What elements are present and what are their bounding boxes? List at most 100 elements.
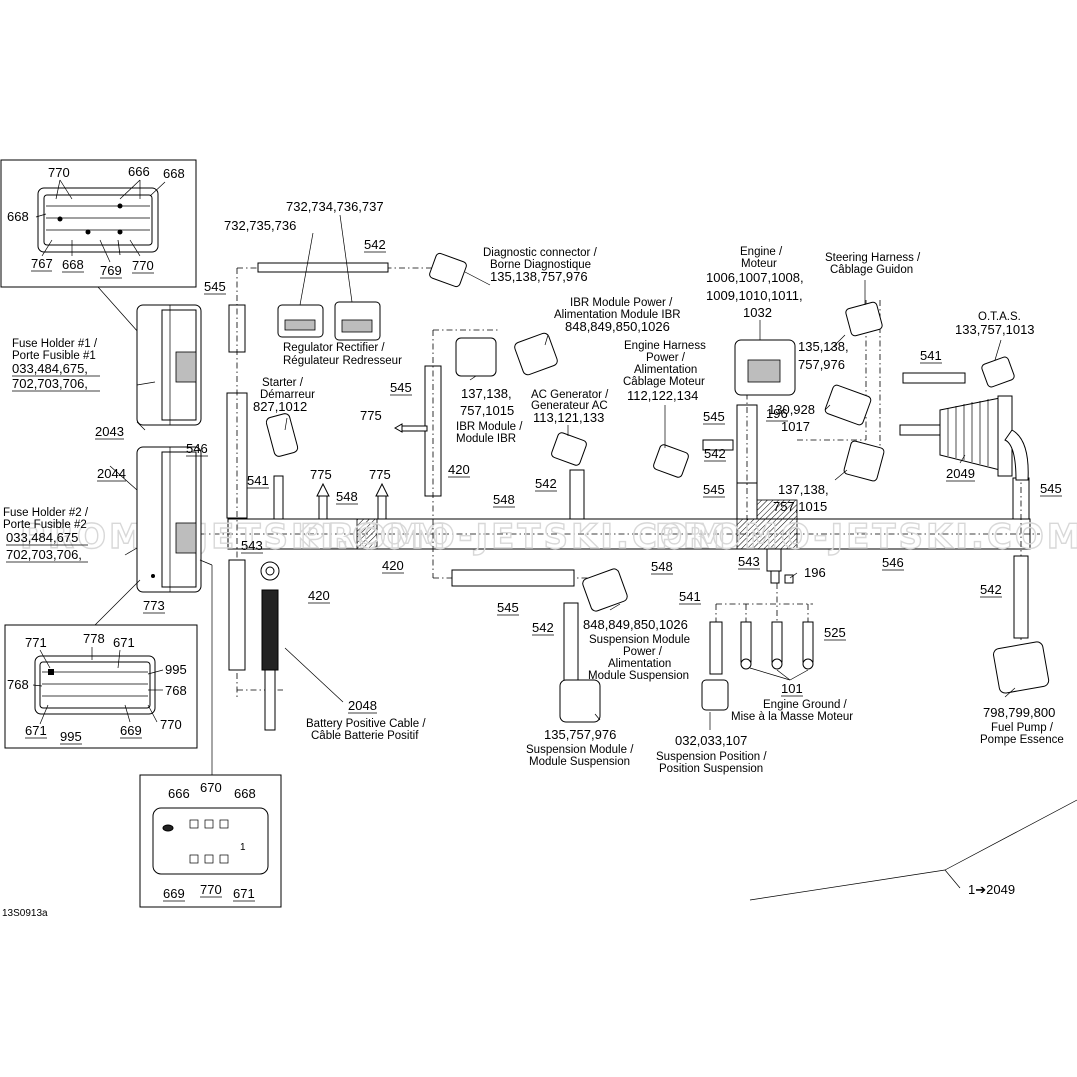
regulator-ref-left: 732,735,736 <box>224 218 296 233</box>
fuse1-callout-668-bottom: 668 <box>62 257 84 272</box>
starter-nums: 827,1012 <box>253 399 307 414</box>
ref-420-b: 420 <box>308 588 330 603</box>
leader-lines <box>109 214 1077 901</box>
fuse1-name: Fuse Holder #1 / <box>12 338 98 350</box>
steer-name: Steering Harness / <box>825 252 921 264</box>
figure-code: 13S0913a <box>2 908 48 919</box>
susp-power-nums: 848,849,850,1026 <box>583 617 688 632</box>
engharn-l2: Power / <box>646 352 686 364</box>
fuse2-nums1: 033,484,675 <box>6 530 78 545</box>
ref-775-c: 775 <box>360 408 382 423</box>
ibr-power-name: IBR Module Power / <box>570 297 673 309</box>
ibr-name: IBR Module / <box>456 421 523 433</box>
ac-generator-connector <box>551 432 587 466</box>
otas-connector <box>981 356 1015 388</box>
fuse2-callout-671-top: 671 <box>113 635 135 650</box>
ref-548-a: 548 <box>336 489 358 504</box>
fuse2-name: Fuse Holder #2 / <box>3 507 89 519</box>
engine-harness-connector <box>653 444 689 478</box>
regulator-name-fr: Régulateur Redresseur <box>283 355 402 367</box>
ibr-nums1: 137,138, <box>461 386 512 401</box>
fuse1-callout-770: 770 <box>48 165 70 180</box>
fuel-nums: 798,799,800 <box>983 705 1055 720</box>
fuse1-callout-767: 767 <box>31 256 53 271</box>
acgen-name-fr: Generateur AC <box>531 400 608 412</box>
ref-541-susp: 541 <box>679 589 701 604</box>
suspm-nums: 135,757,976 <box>544 727 616 742</box>
svg-text:PROMO-JETSKI.COM: PROMO-JETSKI.COM <box>20 517 449 557</box>
starter-name: Starter / <box>262 377 304 389</box>
fuse2-callout-778: 778 <box>83 631 105 646</box>
fuse-holder-1 <box>136 304 202 426</box>
steering-harness-connector-3 <box>843 440 885 482</box>
ref-545-engine: 545 <box>703 409 725 424</box>
ref-2043: 2043 <box>95 424 124 439</box>
labels: 732,734,736,737 732,735,736 Regulator Re… <box>2 199 1064 919</box>
suspm-name: Suspension Module / <box>526 744 634 756</box>
fuse-holder-2 <box>136 446 202 593</box>
ibr-module-connector <box>455 337 497 377</box>
ref-543-left: 543 <box>241 538 263 553</box>
steering-harness-connector-2 <box>824 384 872 426</box>
diag-name: Diagnostic connector / <box>483 247 598 259</box>
ground-name-fr: Mise à la Masse Moteur <box>731 711 853 723</box>
underlines <box>6 251 1062 902</box>
ref-545-ibr: 545 <box>390 380 412 395</box>
ibr-nums2: 757,1015 <box>460 403 514 418</box>
engine-nums2: 1009,1010,1011, <box>706 288 803 303</box>
engharn-l3: Alimentation <box>634 364 697 376</box>
main-harness-trunk <box>200 499 1040 550</box>
fuse2-callout-771: 771 <box>25 635 47 650</box>
ref-546-right: 546 <box>882 555 904 570</box>
fuse2-callout-768-right: 768 <box>165 683 187 698</box>
steer2-nums2: 1017 <box>781 419 810 434</box>
ref-545-left: 545 <box>204 279 226 294</box>
steer-name-fr: Câblage Guidon <box>830 264 913 276</box>
ref-543-center: 543 <box>738 554 760 569</box>
fuse-holder-3-inset: 1 666 670 668 669 770 671 <box>139 559 282 908</box>
connectors <box>260 252 1050 731</box>
batt-name: Battery Positive Cable / <box>306 718 426 730</box>
susppos-nums: 032,033,107 <box>675 733 747 748</box>
ibr-power-name-fr: Alimentation Module IBR <box>554 309 681 321</box>
ref-542-acgen: 542 <box>535 476 557 491</box>
ref-541-otas: 541 <box>920 348 942 363</box>
ref-541-starter: 541 <box>247 473 269 488</box>
fuse1-callout-770-bottom: 770 <box>132 258 154 273</box>
starter-name-fr: Démarreur <box>260 389 315 401</box>
fuse2-callout-671-bottom: 671 <box>25 723 47 738</box>
steer3-nums1: 137,138, <box>778 482 829 497</box>
watermark: PROMO-JETSKI.COM PROMO-JETSKI.COM PROMO-… <box>19 516 1077 557</box>
harness-branches <box>226 262 1030 700</box>
ground-name: Engine Ground / <box>763 699 848 711</box>
fuse3-callout-671: 671 <box>233 886 255 901</box>
diagnostic-connector <box>429 252 467 288</box>
regulator-ref-top: 732,734,736,737 <box>286 199 384 214</box>
fuse1-name-fr: Porte Fusible #1 <box>12 350 96 362</box>
fuel-name: Fuel Pump / <box>991 722 1054 734</box>
fuse3-callout-668: 668 <box>234 786 256 801</box>
ibr-name-fr: Module IBR <box>456 433 516 445</box>
acgen-nums: 113,121,133 <box>533 410 604 425</box>
ref-196-engine: 196 <box>766 406 788 421</box>
engharn-l4: Câblage Moteur <box>623 376 705 388</box>
fuse3-callout-669: 669 <box>163 886 185 901</box>
ref-775-b: 775 <box>369 467 391 482</box>
fuse1-callout-666: 666 <box>128 164 150 179</box>
ref-545-right: 545 <box>1040 481 1062 496</box>
acgen-name: AC Generator / <box>531 389 609 401</box>
ref-525: 525 <box>824 625 846 640</box>
ref-2048: 2048 <box>348 698 377 713</box>
fuse2-callout-770: 770 <box>160 717 182 732</box>
fuse2-nums2: 702,703,706, <box>6 547 82 562</box>
otas-nums: 133,757,1013 <box>955 322 1035 337</box>
fuse2-callout-995-right: 995 <box>165 662 187 677</box>
steer3-nums2: 757,1015 <box>773 499 827 514</box>
ibr-power-nums: 848,849,850,1026 <box>565 319 670 334</box>
engharn-nums: 112,122,134 <box>627 388 698 403</box>
steer-nums2: 757,976 <box>798 357 845 372</box>
ref-420-c: 420 <box>448 462 470 477</box>
ref-542-right: 542 <box>980 582 1002 597</box>
fuel-name-fr: Pompe Essence <box>980 734 1064 746</box>
fuse2-callout-768-left: 768 <box>7 677 29 692</box>
